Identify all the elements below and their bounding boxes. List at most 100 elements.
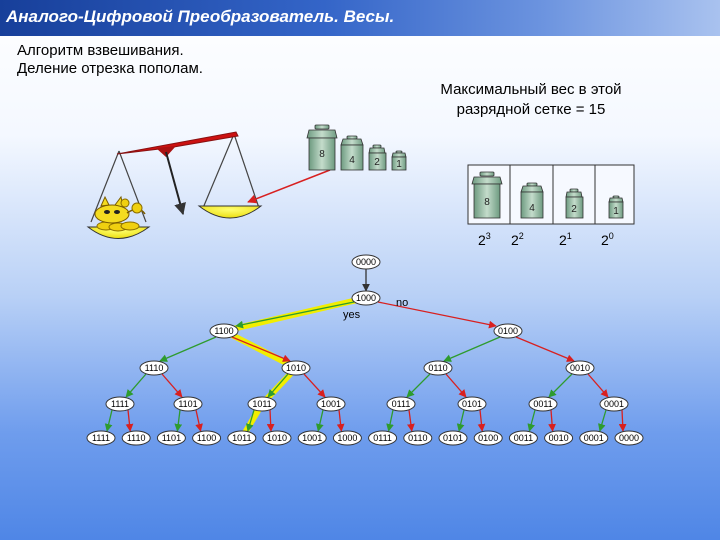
- svg-text:1011: 1011: [232, 433, 251, 443]
- edge-no: [548, 409, 556, 432]
- svg-text:1100: 1100: [197, 433, 216, 443]
- edge-yes: [159, 336, 217, 362]
- edge-yes: [443, 336, 501, 362]
- power-2-2: 22: [511, 231, 524, 248]
- edge-yes: [125, 373, 147, 398]
- tree-edges: [104, 269, 627, 432]
- algorithm-title: Алгоритм взвешивания.: [17, 42, 184, 59]
- no-label: no: [396, 297, 408, 309]
- svg-text:4: 4: [349, 155, 355, 166]
- edge-yes: [406, 373, 431, 398]
- svg-text:0010: 0010: [570, 363, 590, 373]
- tree-node-level4: 1101: [173, 396, 203, 412]
- table-weight-2: 2: [565, 188, 584, 219]
- edge-yes: [104, 409, 113, 432]
- power-2-1: 21: [559, 231, 572, 248]
- weight-1: 1: [391, 150, 407, 171]
- tree-node-leaf: 1010: [262, 430, 292, 446]
- svg-text:1110: 1110: [145, 363, 164, 373]
- svg-text:0001: 0001: [604, 399, 624, 409]
- svg-text:8: 8: [319, 149, 325, 160]
- edge-no: [125, 409, 134, 432]
- tree-node-level2: 1100: [209, 323, 239, 339]
- edge-yes: [548, 373, 573, 398]
- tree-node-level4: 0111: [386, 396, 416, 412]
- power-2-3: 23: [478, 231, 491, 248]
- algorithm-subtitle: Деление отрезка пополам.: [17, 60, 203, 77]
- svg-text:0000: 0000: [619, 433, 639, 443]
- tree-node-level1: 1000: [351, 290, 381, 306]
- svg-text:0101: 0101: [462, 399, 482, 409]
- tree-node-level2: 0100: [493, 323, 523, 339]
- svg-text:1111: 1111: [111, 399, 129, 409]
- tree-node-level4: 1111: [105, 396, 135, 412]
- edge-no: [266, 409, 275, 432]
- tree-node-level3: 0010: [565, 360, 595, 376]
- svg-text:1010: 1010: [267, 433, 287, 443]
- tree-node-leaf: 1100: [192, 430, 222, 446]
- right-pan: [197, 205, 263, 219]
- max-weight-line2: разрядной сетке = 15: [456, 101, 606, 118]
- edge-no: [587, 373, 609, 398]
- weights-table: 8 4 2 1: [467, 164, 635, 225]
- svg-text:1001: 1001: [321, 399, 341, 409]
- svg-text:1000: 1000: [356, 293, 376, 303]
- svg-text:1110: 1110: [127, 433, 146, 443]
- edge-yes: [174, 409, 183, 432]
- weights-row-top: 8 4 2 1: [306, 124, 407, 171]
- tree-node-leaf: 0101: [438, 430, 468, 446]
- svg-text:0111: 0111: [373, 433, 392, 443]
- tree-node-root: 0000: [351, 254, 381, 270]
- yes-label: yes: [343, 309, 361, 321]
- edge-yes: [386, 409, 394, 432]
- svg-text:1: 1: [613, 206, 619, 217]
- svg-text:1101: 1101: [162, 433, 181, 443]
- edge-yes: [456, 409, 465, 432]
- edge-no: [303, 373, 326, 398]
- coins-and-cat-icon: [94, 195, 146, 232]
- weight-2: 2: [368, 144, 387, 171]
- svg-text:1001: 1001: [302, 433, 322, 443]
- tree-node-leaf: 0110: [403, 430, 433, 446]
- svg-text:1111: 1111: [92, 433, 110, 443]
- edge-yes: [527, 409, 536, 432]
- title-bar: Аналого-Цифровой Преобразователь. Весы.: [0, 0, 720, 36]
- edge-no: [407, 409, 415, 432]
- tree-node-leaf: 0001: [579, 430, 609, 446]
- edge-yes: [235, 301, 355, 329]
- tree-node-level3: 1110: [139, 360, 169, 376]
- svg-text:1: 1: [396, 159, 402, 170]
- tree-node-leaf: 1111: [86, 430, 116, 446]
- svg-text:0100: 0100: [498, 326, 518, 336]
- table-weight-1: 1: [608, 195, 624, 219]
- svg-text:1101: 1101: [178, 399, 197, 409]
- scale-pointer: [165, 151, 186, 216]
- weight-8: 8: [306, 124, 338, 171]
- scale-beam: [116, 131, 239, 155]
- edge-no: [231, 336, 291, 362]
- svg-text:0100: 0100: [478, 433, 498, 443]
- tree-node-leaf: 0011: [508, 430, 538, 446]
- tree-node-level3: 0110: [423, 360, 453, 376]
- svg-text:0110: 0110: [408, 433, 427, 443]
- svg-text:2: 2: [571, 204, 577, 215]
- table-weight-4: 4: [520, 182, 544, 219]
- svg-text:1100: 1100: [214, 326, 233, 336]
- tree-node-level4: 0101: [457, 396, 487, 412]
- edge-yes: [598, 409, 607, 432]
- svg-text:2: 2: [374, 157, 380, 168]
- svg-text:0000: 0000: [356, 257, 376, 267]
- tree-node-level4: 0001: [599, 396, 629, 412]
- balance-scale: [86, 131, 263, 239]
- svg-text:1000: 1000: [337, 433, 357, 443]
- tree-node-leaf: 0010: [544, 430, 574, 446]
- tree-node-leaf: 1000: [332, 430, 362, 446]
- svg-text:0011: 0011: [514, 433, 533, 443]
- edge-no: [477, 409, 486, 432]
- tree-node-level3: 1010: [281, 360, 311, 376]
- svg-text:8: 8: [484, 197, 490, 208]
- tree-node-leaf: 1110: [121, 430, 151, 446]
- tree-node-leaf: 0000: [614, 430, 644, 446]
- tree-node-level4: 1001: [316, 396, 346, 412]
